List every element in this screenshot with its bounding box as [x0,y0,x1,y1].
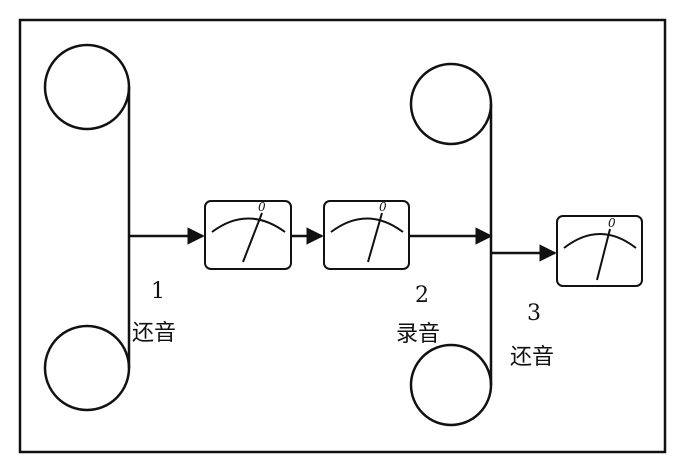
level-meter-3: 0 [556,215,643,287]
meter-2-needle [367,212,383,263]
left-supply-reel [43,43,131,131]
step-1-number: 1 [151,279,165,304]
meter-1-scale-arc [211,217,286,233]
step-2-number: 2 [415,283,429,308]
meter-2-zero-label: 0 [379,200,387,214]
meter-3-needle [596,228,611,281]
right-supply-reel [409,62,493,146]
level-meter-2: 0 [323,200,410,270]
meter-3-zero-label: 0 [608,216,616,230]
meter-1-needle [242,212,263,263]
level-meter-1: 0 [204,200,292,270]
diagram-frame [18,18,667,454]
step-3-number: 3 [527,301,541,326]
meter-2-scale-arc [330,217,404,233]
step-2-label: 录音 [396,322,440,347]
left-takeup-reel [43,324,131,412]
meter-3-scale-arc [563,233,637,249]
right-takeup-reel [409,343,493,427]
step-3-label: 还音 [510,345,554,370]
step-1-label: 还音 [132,321,176,346]
meter-1-zero-label: 0 [258,200,266,214]
